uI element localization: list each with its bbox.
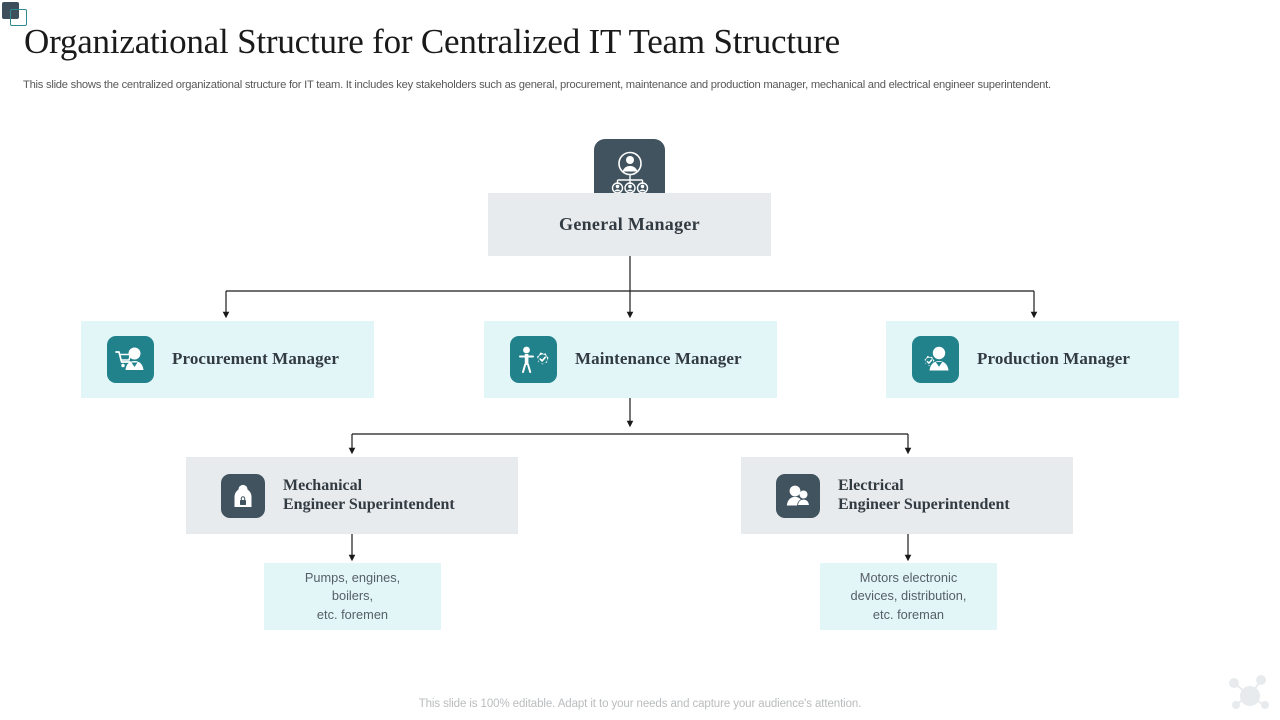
footer-note: This slide is 100% editable. Adapt it to…: [418, 698, 862, 710]
label-line-1: Electrical: [838, 476, 904, 494]
node-label-maintenance-manager: Maintenance Manager: [575, 349, 742, 369]
label-line-2: Engineer Superintendent: [283, 495, 455, 513]
overlapping-squares-logo: [2, 2, 32, 26]
node-label-electrical-foreman: Motors electronic devices, distribution,…: [820, 569, 997, 623]
node-electrical-foreman[interactable]: Motors electronic devices, distribution,…: [820, 563, 997, 630]
node-label-mechanical-engineer-superintendent: Mechanical Engineer Superintendent: [283, 477, 455, 515]
molecule-network-icon: [1229, 675, 1269, 709]
person-shopping-cart-icon: [107, 336, 154, 383]
node-label-procurement-manager: Procurement Manager: [172, 349, 339, 369]
label-line-2: Engineer Superintendent: [838, 495, 1010, 513]
node-electrical-engineer-superintendent[interactable]: Electrical Engineer Superintendent: [741, 457, 1073, 534]
leaf-line-2: devices, distribution,: [850, 588, 967, 604]
node-label-mechanical-foremen: Pumps, engines, boilers, etc. foremen: [264, 569, 441, 623]
person-id-badge-icon: [221, 473, 265, 518]
two-people-users-icon: [776, 473, 820, 518]
node-label-electrical-engineer-superintendent: Electrical Engineer Superintendent: [838, 477, 1010, 515]
logo-outline-square: [10, 9, 27, 26]
leaf-line-3: etc. foremen: [316, 606, 389, 622]
leaf-line-1: Motors electronic: [859, 570, 958, 586]
leaf-line-1: Pumps, engines,: [304, 570, 401, 586]
node-maintenance-manager[interactable]: Maintenance Manager: [484, 321, 777, 398]
node-label-production-manager: Production Manager: [977, 349, 1131, 369]
node-mechanical-engineer-superintendent[interactable]: Mechanical Engineer Superintendent: [186, 457, 518, 534]
person-gear-check-icon: [912, 336, 959, 383]
node-production-manager[interactable]: Production Manager: [886, 321, 1179, 398]
worker-gear-check-icon: [510, 336, 557, 383]
leaf-line-3: etc. foreman: [872, 606, 945, 622]
node-mechanical-foremen[interactable]: Pumps, engines, boilers, etc. foremen: [264, 563, 441, 630]
label-line-1: Mechanical: [283, 476, 363, 494]
leaf-line-2: boilers,: [331, 588, 374, 604]
page-title: Organizational Structure for Centralized…: [24, 22, 840, 61]
node-general-manager[interactable]: General Manager: [488, 193, 771, 256]
page-subtitle: This slide shows the centralized organiz…: [23, 79, 1051, 91]
node-label-general-manager: General Manager: [559, 213, 700, 234]
node-procurement-manager[interactable]: Procurement Manager: [81, 321, 374, 398]
